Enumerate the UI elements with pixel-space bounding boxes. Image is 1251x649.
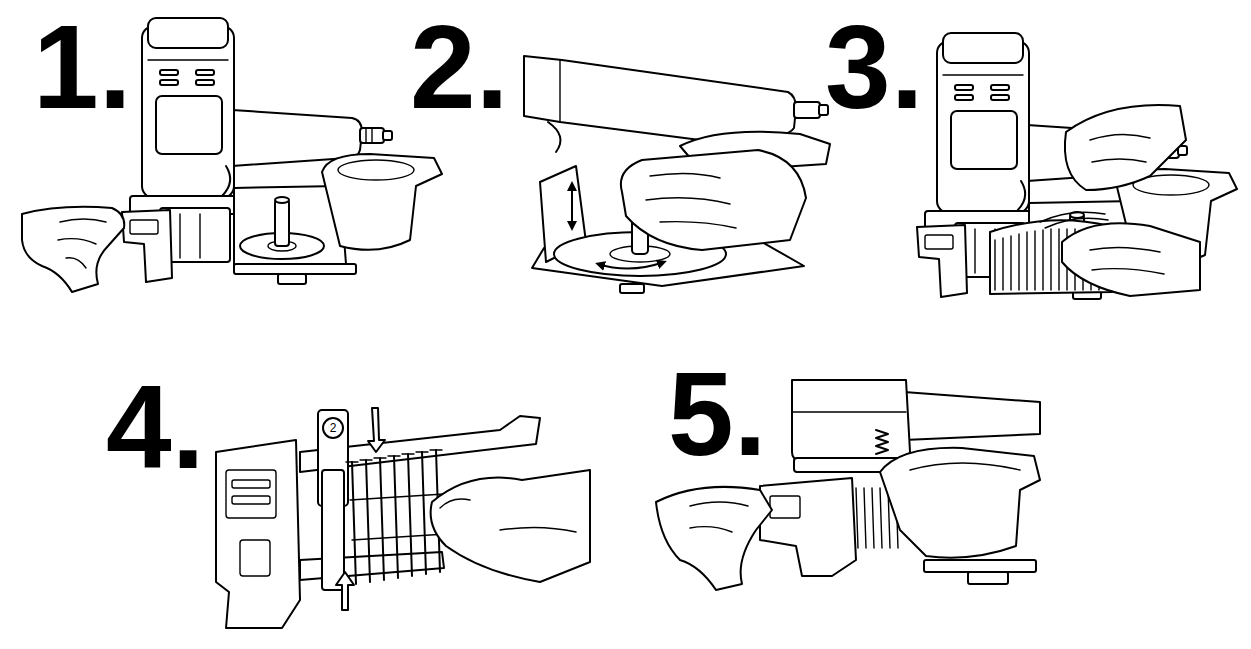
canister-adjust-drawing (571, 184, 573, 228)
feeder-closeup-drawing (232, 496, 270, 504)
canister-adjust-drawing (548, 122, 561, 152)
feeder-closeup-drawing (216, 440, 300, 628)
coil-loading-drawing (1065, 105, 1186, 190)
feeder-closeup-drawing (440, 499, 470, 508)
close-cover-drawing (760, 478, 856, 576)
step-number: 3. (825, 8, 923, 126)
close-cover-drawing (968, 572, 1008, 584)
nailer-open-drawing (60, 219, 106, 222)
step-number: 5. (668, 355, 766, 473)
canister-adjust-drawing (650, 173, 720, 178)
close-cover-drawing (880, 448, 1040, 558)
coil-loading-drawing (1092, 269, 1164, 274)
close-cover-drawing (770, 496, 800, 518)
close-cover-drawing (876, 430, 888, 454)
feeder-closeup-drawing (500, 527, 576, 532)
coil-loading-drawing (917, 33, 1237, 299)
canister-adjust-drawing (524, 56, 830, 293)
coil-loading-drawing (1090, 247, 1160, 252)
coil-loading-drawing (1092, 159, 1146, 162)
close-cover-drawing (924, 560, 1036, 572)
feeder-closeup-drawing (336, 572, 354, 610)
nailer-open-drawing (122, 18, 442, 284)
close-cover-drawing (690, 527, 732, 532)
canister-adjust-drawing (559, 60, 560, 122)
coil-loading-drawing (917, 33, 1237, 299)
feeder-closeup-drawing (216, 408, 590, 628)
step-number: 2. (410, 8, 508, 126)
canister-adjust-drawing (660, 222, 736, 228)
nailer-open-drawing (22, 207, 124, 292)
feeder-closeup-drawing (368, 408, 385, 452)
canister-adjust-drawing (621, 150, 806, 250)
nail-strip (350, 494, 444, 500)
canister-adjust-drawing (646, 198, 730, 204)
canister-adjust-drawing (620, 284, 644, 293)
feeder-closeup-drawing (431, 470, 590, 582)
feeder-closeup-drawing (240, 540, 270, 576)
close-cover-drawing (904, 392, 1040, 440)
coil-loading-drawing (1090, 134, 1150, 140)
canister-adjust-drawing (524, 56, 796, 140)
canister-adjust-drawing (794, 102, 820, 118)
nailer-open-drawing (66, 258, 86, 268)
step-number: 4. (106, 368, 204, 486)
feeder-closeup-drawing (232, 480, 270, 488)
feeder-closeup-drawing (226, 470, 276, 518)
step-number: 1. (33, 8, 131, 126)
close-cover-drawing (792, 411, 906, 412)
nail-strip (352, 450, 440, 584)
close-cover-drawing (690, 502, 748, 506)
canister-adjust-drawing (598, 262, 664, 269)
close-cover-drawing (910, 463, 1020, 470)
feeder-closeup-drawing (323, 418, 343, 438)
close-cover-drawing (792, 380, 910, 460)
callout-number: 2 (323, 421, 343, 435)
close-cover-drawing (656, 487, 772, 590)
nail-strip (352, 534, 446, 540)
nail-strip (346, 450, 442, 462)
coil-loading-drawing (1062, 223, 1200, 296)
nailer-open-drawing (58, 239, 96, 244)
feeder-closeup-drawing (322, 470, 344, 590)
